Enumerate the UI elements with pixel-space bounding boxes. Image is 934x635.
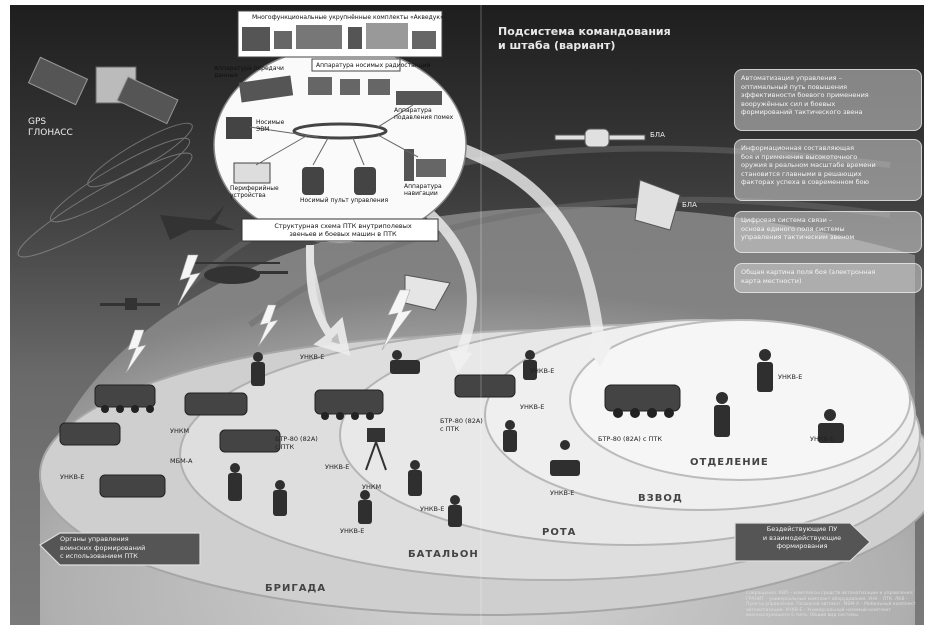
callout-line: и взаимодействующие (762, 533, 842, 542)
callout-left-shape (39, 532, 201, 566)
info-box-line: карта местности) (741, 276, 802, 285)
gps-module-caption: Аппаратура навигации (404, 183, 442, 197)
panel-center-caption: Аппаратура носимых радиостанций (316, 62, 431, 69)
uav-icon-left (100, 298, 160, 310)
uav-icon-right-2 (634, 179, 681, 231)
info-box-line: эффективности боевого применения (741, 91, 869, 99)
level-brigade: БРИГАДА (265, 583, 327, 594)
uav-icon-right (554, 128, 646, 148)
info-box-line: оружия в реальном масштабе времени (741, 161, 876, 169)
panel-right-caption: Аппаратура подавления помех (394, 107, 454, 121)
info-box-automation: Автоматизация управления – оптимальный п… (734, 69, 922, 131)
level-company: РОТА (542, 527, 577, 538)
level-battalion: БАТАЛЬОН (408, 549, 479, 560)
unit-label-line: БТР-80 (82А) (440, 417, 483, 425)
info-box-line: основа единого поля системы (741, 224, 845, 233)
unit-label: УНКМ (170, 427, 190, 435)
sensor-tripod-icon (365, 428, 387, 471)
panel-left-caption: Аппаратура передачи данных (214, 65, 284, 79)
unit-label-line: с ПТК (275, 443, 295, 451)
info-box-line: становится главными в решающих (741, 169, 862, 178)
info-box-line: формирований тактического звена (741, 108, 863, 116)
unit-label: УНКМ (362, 483, 382, 491)
gps-label-line-1: GPS (28, 117, 47, 127)
peripheral-caption: Периферийные устройства (230, 185, 279, 199)
title-line-1: Подсистема командования (498, 25, 671, 38)
unit-label: УНКВ-Е (810, 435, 835, 443)
unit-label: УНКВ-Е (420, 505, 445, 513)
info-box-line: оптимальный путь повышения (741, 82, 848, 91)
tablet-caption: Носимый пульт управления (300, 197, 389, 204)
unit-label: УНКВ-Е (550, 489, 575, 497)
callout-line: Органы управления (60, 535, 129, 543)
unit-label: УНКВ-Е (60, 473, 85, 481)
radio-link-bolt (381, 289, 413, 351)
unit-label: УНКВ-Е (520, 403, 545, 411)
arrow-to-battalion (306, 244, 351, 356)
info-box-line: Информационная составляющая (741, 144, 855, 152)
info-box-battlefield-picture: Общая картина поля боя (электронная карт… (734, 263, 922, 293)
info-box-line: боя и применение высокоточного (741, 152, 858, 161)
title-line-2: и штаба (вариант) (498, 39, 616, 52)
unit-label: МБМ-А (170, 457, 193, 465)
unit-label: БТР-80 (82А) с ПТК (275, 435, 318, 451)
callout-line: воинских формирований (60, 543, 146, 552)
apc-group (59, 374, 681, 498)
satellite-icon (27, 56, 179, 125)
radio-link-bolt (177, 254, 201, 306)
callout-left-text: Органы управления воинских формирований … (60, 535, 198, 561)
radio-link-bolt (257, 304, 279, 348)
unit-label: УНКВ-Е (300, 353, 325, 361)
info-box-line: вооружённых сил и боевых (741, 99, 836, 108)
panel-top-caption: Многофункциональные укрупнённые комплект… (252, 14, 444, 21)
soldier-group (228, 349, 844, 527)
unit-label: БТР-80 (82А) с ПТК (440, 417, 483, 433)
panel-bottom-caption: Структурная схема ПТК внутриполевых звен… (248, 222, 438, 238)
scene-svg (17, 56, 924, 625)
callout-right-text: Бездействующие ПУ и взаимодействующие фо… (748, 525, 856, 551)
info-box-information: Информационная составляющая боя и примен… (734, 139, 922, 201)
level-platoon: ВЗВОД (638, 493, 683, 504)
uav-label-2: БЛА (682, 201, 697, 209)
laptop-caption: Носимые ЭВМ (256, 119, 285, 133)
info-box-line: Цифровая система связи – (741, 216, 833, 224)
radio-link-bolt (125, 329, 147, 374)
helicopter-icon (190, 262, 288, 284)
unit-label: УНКВ-Е (530, 367, 555, 375)
info-box-line: Автоматизация управления – (741, 74, 842, 82)
gps-label-line-2: ГЛОНАСС (28, 128, 73, 138)
uav-label-1: БЛА (650, 131, 665, 139)
callout-line: Бездействующие ПУ (766, 525, 838, 533)
unit-label: БТР-80 (82А) с ПТК (598, 435, 663, 443)
callout-line: с использованием ПТК (60, 552, 138, 560)
footnote: Сокращения: КВП – комплексы средств авто… (746, 591, 916, 618)
info-box-line: факторах успеха в современном бою (741, 178, 870, 186)
panel-bottom-caption-line-2: звеньев и боевых машин в ПТК (289, 230, 397, 238)
poster-fold (480, 5, 482, 625)
level-squad: ОТДЕЛЕНИЕ (690, 457, 769, 468)
fighter-jet-icon (160, 205, 235, 240)
info-box-line: управления тактическим звеном (741, 233, 855, 241)
info-box-digital-comms: Цифровая система связи – основа единого … (734, 211, 922, 253)
info-box-line: Общая картина поля боя (электронная (741, 268, 876, 276)
unit-label-line: БТР-80 (82А) (275, 435, 318, 443)
panel-bottom-caption-line-1: Структурная схема ПТК внутриполевых (274, 222, 412, 230)
unit-label: УНКВ-Е (325, 463, 350, 471)
callout-line: формирования (776, 542, 828, 550)
unit-label: УНКВ-Е (778, 373, 803, 381)
gps-label: GPS ГЛОНАСС (28, 117, 73, 139)
unit-label: УНКВ-Е (340, 527, 365, 535)
panel-bg (213, 10, 467, 244)
poster: Подсистема командования и штаба (вариант… (10, 5, 924, 625)
equipment-panel: Многофункциональные укрупнённые комплект… (208, 7, 472, 245)
subsystem-title: Подсистема командования и штаба (вариант… (498, 25, 698, 53)
unit-label-line: с ПТК (440, 425, 460, 433)
callout-right-shape (734, 522, 871, 562)
